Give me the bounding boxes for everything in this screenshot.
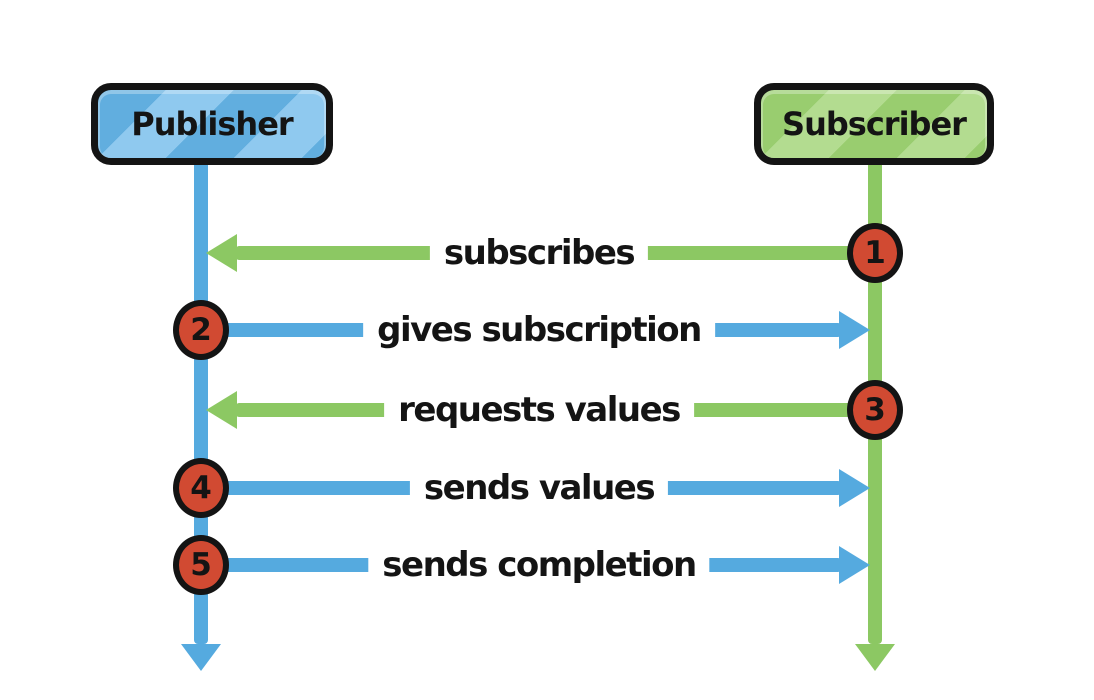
step-number: 4 <box>190 470 212 506</box>
step-marker: 5 <box>173 535 229 595</box>
arrowhead-right-icon <box>839 311 870 349</box>
step-marker: 3 <box>847 380 903 440</box>
publisher-lifeline-arrow-down-icon <box>181 644 221 671</box>
message-label: gives subscription <box>363 304 715 356</box>
step-number: 1 <box>864 235 886 271</box>
step-marker: 4 <box>173 458 229 518</box>
subscriber-label: Subscriber <box>782 105 967 143</box>
subscriber-actor-box: Subscriber <box>754 83 994 165</box>
arrowhead-left-icon <box>206 391 237 429</box>
step-marker: 2 <box>173 300 229 360</box>
step-number: 3 <box>864 392 886 428</box>
step-number: 5 <box>190 547 212 583</box>
message-label: subscribes <box>429 227 649 279</box>
arrowhead-right-icon <box>839 469 870 507</box>
step-marker: 1 <box>847 223 903 283</box>
message-label: sends values <box>409 462 669 514</box>
message-label: requests values <box>384 384 694 436</box>
publisher-actor-box: Publisher <box>91 83 333 165</box>
arrowhead-right-icon <box>839 546 870 584</box>
message-label: sends completion <box>368 539 710 591</box>
arrowhead-left-icon <box>206 234 237 272</box>
subscriber-lifeline-arrow-down-icon <box>855 644 895 671</box>
publisher-lifeline <box>194 161 208 644</box>
publisher-label: Publisher <box>131 105 293 143</box>
step-number: 2 <box>190 312 212 348</box>
